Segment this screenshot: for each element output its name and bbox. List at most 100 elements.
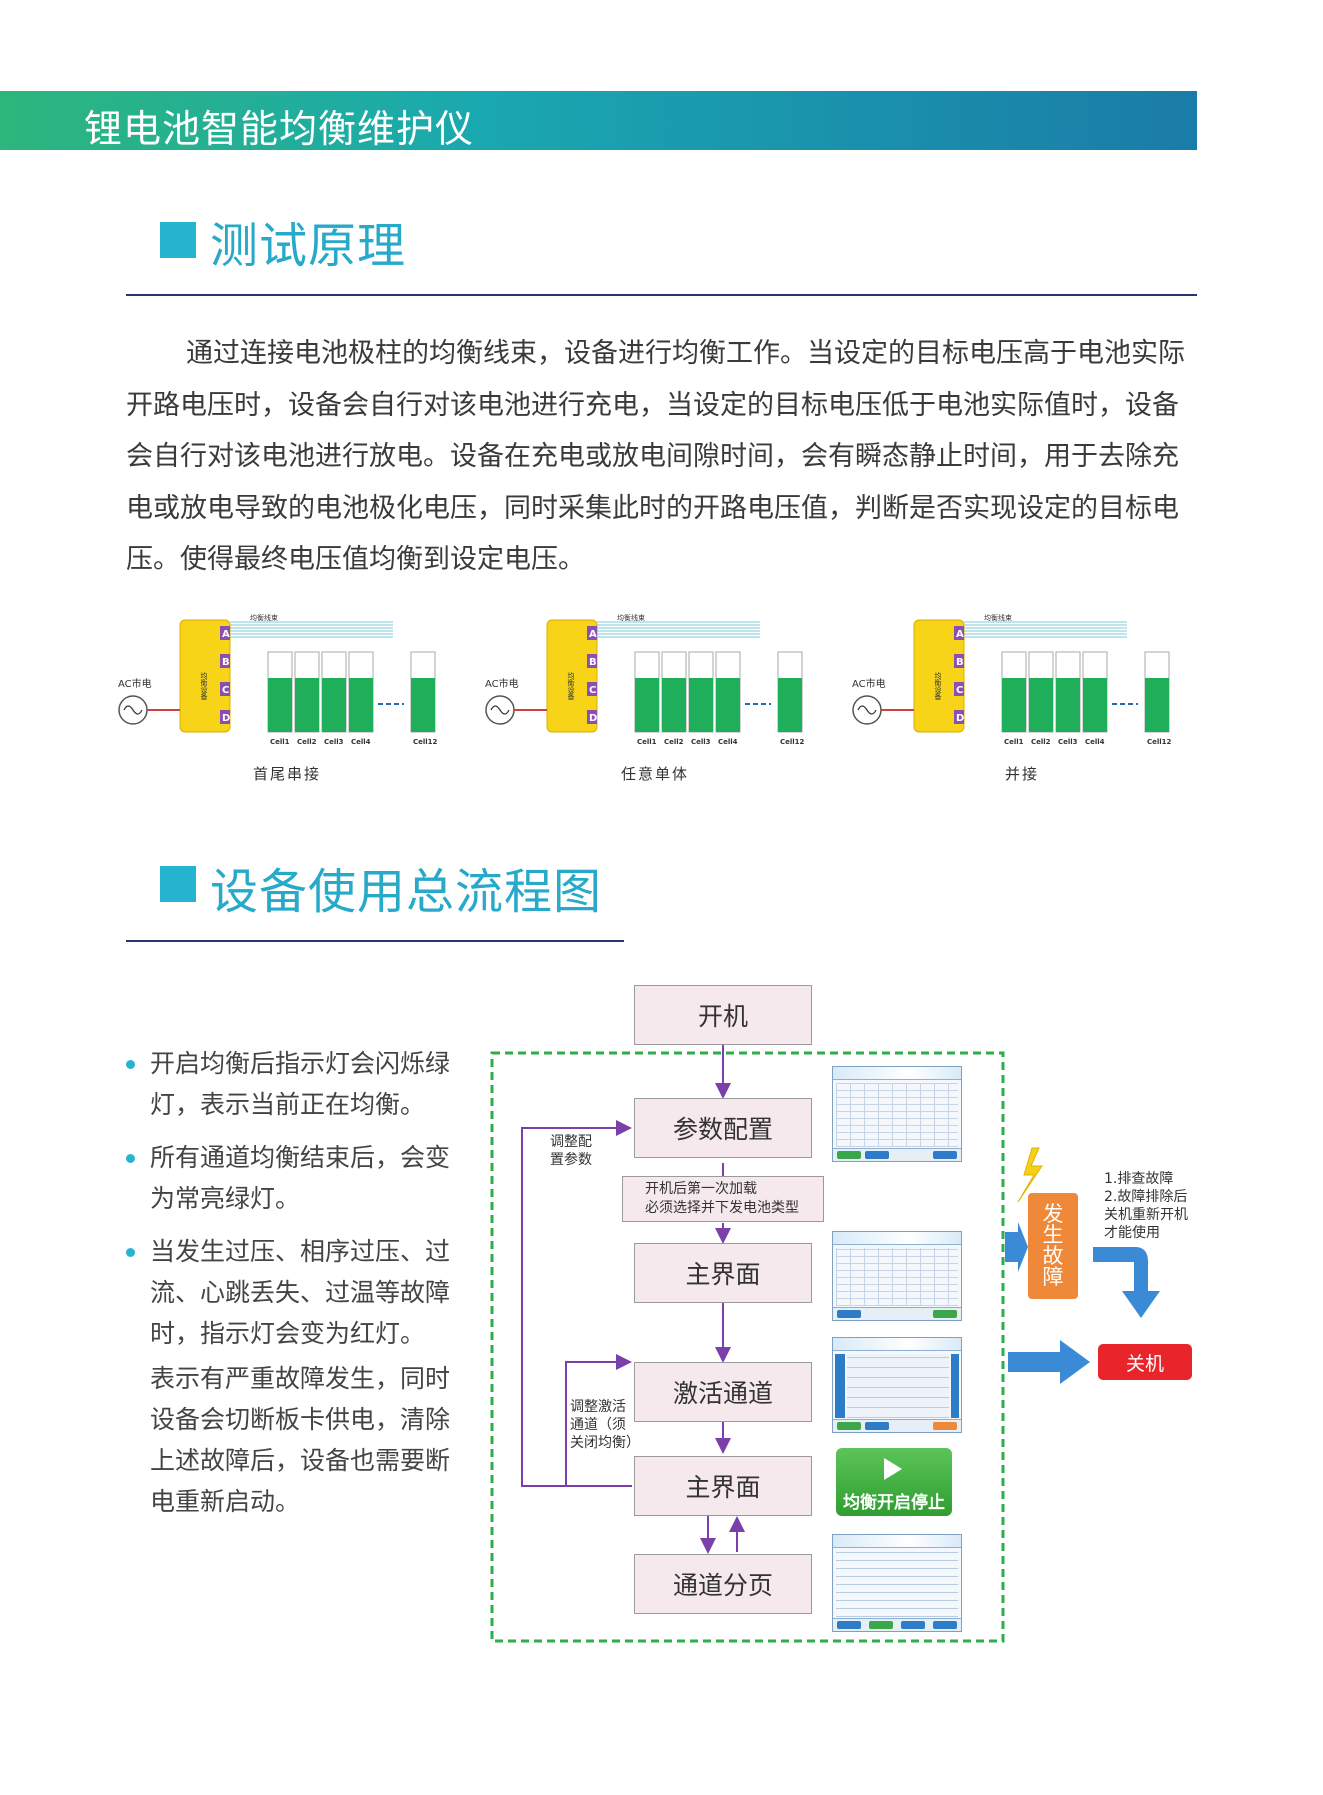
- section-divider: [126, 940, 624, 942]
- fault-steps: 1.排查故障 2.故障排除后 关机重新开机 才能使用: [1104, 1171, 1188, 1241]
- principle-paragraph: 通过连接电池极柱的均衡线束，设备进行均衡工作。当设定的目标电压高于电池实际开路电…: [126, 338, 1185, 575]
- diagram-caption-2: 任意单体: [621, 765, 690, 783]
- port-label: A: [956, 629, 964, 640]
- adjust-params-label: 调整配 置参数: [550, 1134, 592, 1168]
- balancing-device: [913, 619, 965, 733]
- flow-first-load-note: 开机后第一次加载 必须选择并下发电池类型: [622, 1176, 824, 1222]
- cell-label: Cell12: [1147, 738, 1172, 746]
- list-item: 开启均衡后指示灯会闪烁绿灯，表示当前正在均衡。: [124, 1043, 454, 1125]
- bullet-dot: [126, 1060, 135, 1069]
- port-C: [954, 682, 964, 696]
- fault-occurred-box: 发 生 故 障: [1028, 1193, 1078, 1299]
- list-item: 表示有严重故障发生，同时设备会切断板卡供电，清除上述故障后，设备也需要断电重新启…: [150, 1364, 451, 1516]
- arrow-right-icon: [1005, 1222, 1028, 1272]
- cell-label: Cell12: [780, 738, 805, 746]
- harness-label: 均衡线束: [617, 613, 645, 622]
- battery-charge-level: [349, 678, 373, 732]
- port-label: B: [956, 657, 964, 668]
- section-title-principle: 测试原理: [210, 218, 407, 274]
- port-D: [954, 710, 964, 724]
- port-label: D: [589, 713, 597, 724]
- sine-wave-icon: [857, 705, 877, 715]
- cell-label: Cell1: [637, 738, 657, 746]
- battery-charge-level: [778, 678, 802, 732]
- bullet-list: 开启均衡后指示灯会闪烁绿灯，表示当前正在均衡。 所有通道均衡结束后，会变为常亮绿…: [124, 1043, 454, 1534]
- harness-label: 均衡线束: [984, 613, 1012, 622]
- port-label: B: [222, 657, 230, 668]
- port-B: [954, 654, 964, 668]
- battery-charge-level: [295, 678, 319, 732]
- port-label: D: [222, 713, 230, 724]
- harness-label: 均衡线束: [250, 613, 278, 622]
- port-C: [220, 682, 230, 696]
- section-title-flowchart: 设备使用总流程图: [210, 864, 603, 920]
- lightning-icon: [1017, 1147, 1043, 1203]
- cell-label: Cell4: [1085, 738, 1105, 746]
- cell-label: Cell12: [413, 738, 438, 746]
- flow-power-on: 开机: [634, 985, 812, 1045]
- play-icon: [884, 1458, 902, 1480]
- port-A: [220, 626, 230, 640]
- list-item: 当发生过压、相序过压、过流、心跳丢失、过温等故障时，指示灯会变为红灯。: [124, 1231, 454, 1354]
- battery-charge-level: [1145, 678, 1169, 732]
- cell-label: Cell2: [664, 738, 684, 746]
- battery-charge-level: [635, 678, 659, 732]
- battery-charge-level: [689, 678, 713, 732]
- port-label: B: [589, 657, 597, 668]
- battery-charge-level: [1002, 678, 1026, 732]
- balance-start-stop-button[interactable]: 均衡开启停止: [836, 1448, 952, 1516]
- list-item: 所有通道均衡结束后，会变为常亮绿灯。: [124, 1137, 454, 1219]
- flow-main-ui: 主界面: [634, 1243, 812, 1303]
- diagram-caption-1: 首尾串接: [253, 765, 322, 783]
- port-B: [587, 654, 597, 668]
- port-D: [220, 710, 230, 724]
- page-title: 锂电池智能均衡维护仪: [84, 107, 475, 151]
- adjust-channel-label: 调整激活 通道（须 关闭均衡）: [570, 1399, 640, 1451]
- port-label: D: [956, 713, 964, 724]
- device-label: 均衡设备: [934, 671, 942, 701]
- flow-channel-page: 通道分页: [634, 1554, 812, 1614]
- port-D: [587, 710, 597, 724]
- screenshot-param-config: [832, 1066, 962, 1162]
- port-label: C: [589, 685, 596, 696]
- device-label: 均衡设备: [567, 671, 575, 701]
- port-label: A: [589, 629, 597, 640]
- screenshot-channel-page: [832, 1534, 962, 1632]
- flow-main-ui-2: 主界面: [634, 1456, 812, 1516]
- ac-label: AC市电: [118, 677, 152, 690]
- screenshot-main-ui: [832, 1231, 962, 1321]
- cell-label: Cell2: [1031, 738, 1051, 746]
- flow-param-config: 参数配置: [634, 1098, 812, 1158]
- shutdown-box: 关机: [1098, 1344, 1192, 1380]
- port-B: [220, 654, 230, 668]
- port-A: [954, 626, 964, 640]
- port-label: A: [222, 629, 230, 640]
- battery-charge-level: [268, 678, 292, 732]
- cell-label: Cell1: [270, 738, 290, 746]
- screenshot-activate-channel: [832, 1337, 962, 1433]
- balancing-device: [179, 619, 231, 733]
- battery-charge-level: [1056, 678, 1080, 732]
- sine-wave-icon: [123, 705, 143, 715]
- flow-activate-channel: 激活通道: [634, 1362, 812, 1422]
- arrow-down-icon: [1093, 1247, 1160, 1318]
- port-A: [587, 626, 597, 640]
- section-marker: [160, 866, 196, 902]
- cell-label: Cell4: [351, 738, 371, 746]
- port-label: C: [956, 685, 963, 696]
- cell-label: Cell2: [297, 738, 317, 746]
- battery-charge-level: [1083, 678, 1107, 732]
- battery-charge-level: [716, 678, 740, 732]
- cell-label: Cell1: [1004, 738, 1024, 746]
- port-label: C: [222, 685, 229, 696]
- section-divider: [126, 294, 1197, 296]
- wiring-diagrams: 均衡线束均衡设备 A B C D AC市电 Cell1 Cell2 Cell3 Cell4 Cell…: [118, 612, 1208, 792]
- balancing-device: [546, 619, 598, 733]
- cell-label: Cell3: [691, 738, 711, 746]
- device-label: 均衡设备: [200, 671, 208, 701]
- header-banner: [0, 91, 1197, 150]
- arrow-right-icon: [1008, 1340, 1090, 1384]
- battery-charge-level: [1029, 678, 1053, 732]
